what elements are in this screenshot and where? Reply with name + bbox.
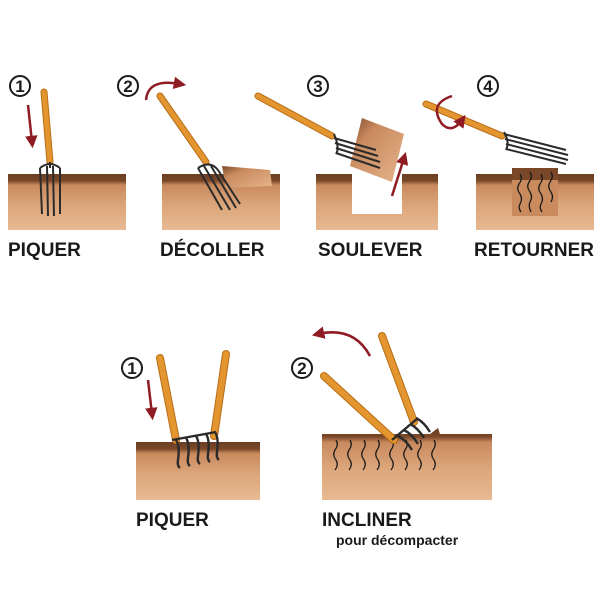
- grelinette-step-2-panel: 2 INCLINER pour décompacter: [291, 326, 492, 548]
- fork-tines: [503, 131, 569, 165]
- step-number-badge: [291, 357, 313, 379]
- step-number-badge: [121, 357, 143, 379]
- grelinette-tines: [391, 416, 432, 451]
- step-number: 2: [297, 359, 306, 378]
- handle-face: [379, 333, 417, 425]
- grelinette-step-1-panel: 1 PIQUER: [121, 350, 260, 531]
- step-label: DÉCOLLER: [160, 239, 265, 261]
- step-number: 4: [483, 77, 493, 96]
- fork-tines: [39, 162, 61, 217]
- lift-up-arrow: [390, 152, 409, 197]
- fork-tines: [333, 133, 381, 169]
- step-number: 3: [313, 77, 322, 96]
- rotate-back-arrow: [144, 76, 187, 101]
- fork-handle-face: [157, 93, 209, 165]
- fork-tines: [197, 163, 241, 211]
- handle-face: [157, 355, 179, 443]
- lifted-soil-clod: [350, 118, 404, 182]
- step-number-badge: [307, 75, 329, 97]
- loosened-roots: [333, 439, 436, 471]
- fork-step-2-panel: 2 DÉCOLLER: [117, 75, 280, 261]
- fork-step-3-panel: 3 SOULEVER: [254, 75, 438, 261]
- soil-block: [8, 174, 126, 230]
- step-number: 1: [127, 359, 136, 378]
- soil-with-hole: [316, 174, 438, 230]
- grelinette-tines: [171, 430, 220, 469]
- handle-face: [211, 351, 229, 439]
- step-label: SOULEVER: [318, 240, 423, 261]
- push-down-arrow: [145, 379, 158, 421]
- lifted-soil-clod: [222, 166, 272, 188]
- step-number-badge: [477, 75, 499, 97]
- step-label: RETOURNER: [474, 240, 594, 261]
- step-label: PIQUER: [136, 510, 209, 531]
- step-sublabel: pour décompacter: [336, 532, 459, 548]
- step-number: 1: [15, 77, 24, 96]
- step-label: PIQUER: [8, 240, 81, 261]
- fork-step-1-panel: 1 PIQUER: [8, 75, 126, 261]
- step-number: 2: [123, 77, 132, 96]
- fork-handle-face: [41, 89, 53, 165]
- fork-step-4-panel: 4 RETOURNER: [422, 75, 594, 261]
- tilt-back-arrow: [311, 326, 372, 357]
- handle-face: [321, 373, 397, 443]
- rotate-arrow: [435, 94, 466, 130]
- roots: [517, 171, 554, 213]
- step-number-badge: [9, 75, 31, 97]
- fork-handle-face: [255, 93, 335, 139]
- step-label: INCLINER: [322, 510, 412, 531]
- step-number-badge: [117, 75, 139, 97]
- push-down-arrow: [25, 104, 38, 149]
